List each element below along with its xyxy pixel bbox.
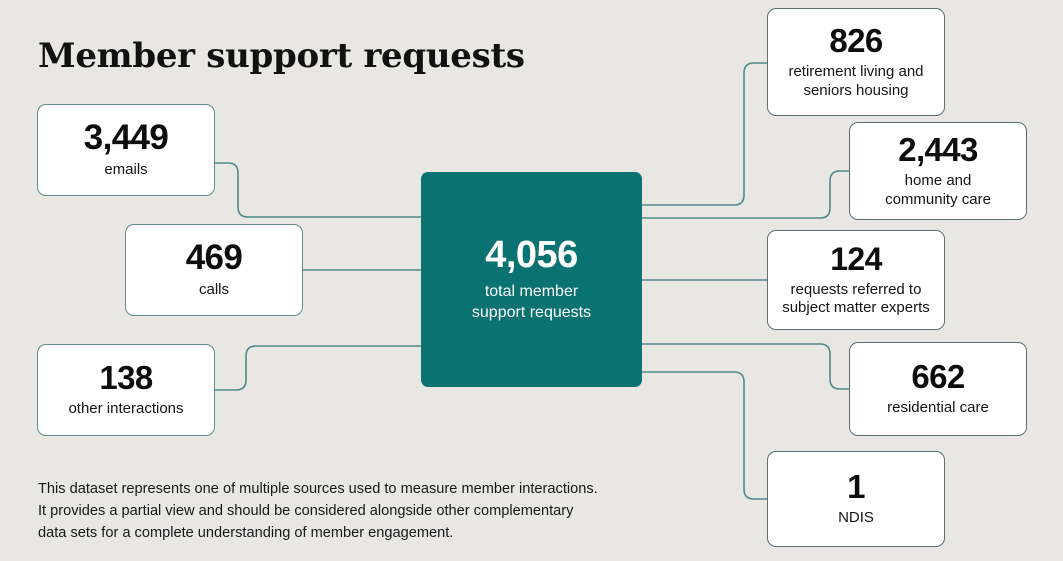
card-residential-care[interactable]: 662 residential care bbox=[849, 342, 1027, 436]
footnote-line-1: This dataset represents one of multiple … bbox=[38, 481, 598, 497]
card-retirement-living[interactable]: 826 retirement living and seniors housin… bbox=[767, 8, 945, 116]
card-retirement-living-label-line2: seniors housing bbox=[803, 81, 909, 99]
connector-retirement bbox=[642, 62, 767, 206]
card-subject-matter-experts-value: 124 bbox=[830, 240, 882, 277]
card-calls-label: calls bbox=[198, 281, 229, 299]
connector-other bbox=[215, 345, 421, 391]
card-home-community-care[interactable]: 2,443 home and community care bbox=[849, 122, 1027, 220]
card-emails-value: 3,449 bbox=[83, 118, 169, 158]
card-residential-care-value: 662 bbox=[911, 358, 965, 396]
card-subject-matter-experts-label-line1: requests referred to bbox=[790, 280, 922, 298]
connector-home bbox=[642, 170, 849, 219]
card-other-interactions[interactable]: 138 other interactions bbox=[37, 344, 215, 436]
card-retirement-living-label-line1: retirement living and bbox=[788, 63, 924, 81]
card-retirement-living-value: 826 bbox=[829, 22, 883, 60]
card-subject-matter-experts-label: requests referred to subject matter expe… bbox=[774, 281, 938, 318]
footnote-line-3: data sets for a complete understanding o… bbox=[38, 525, 454, 542]
card-home-community-care-label-line2: community care bbox=[885, 190, 991, 208]
card-residential-care-label: residential care bbox=[887, 399, 989, 417]
card-ndis[interactable]: 1 NDIS bbox=[767, 451, 945, 547]
card-calls-value: 469 bbox=[185, 238, 243, 278]
center-total-label-line1: total member bbox=[484, 282, 579, 300]
page-title: Member support requests bbox=[38, 36, 525, 76]
card-emails[interactable]: 3,449 emails bbox=[37, 104, 215, 196]
card-other-interactions-value: 138 bbox=[99, 359, 153, 397]
card-ndis-value: 1 bbox=[847, 468, 865, 506]
footnote-line-2: It provides a partial view and should be… bbox=[38, 503, 574, 520]
card-calls[interactable]: 469 calls bbox=[125, 224, 303, 316]
card-subject-matter-experts-label-line2: subject matter experts bbox=[782, 299, 930, 316]
card-home-community-care-label: home and community care bbox=[877, 172, 999, 209]
card-other-interactions-label: other interactions bbox=[68, 400, 184, 418]
center-total-label-line2: support requests bbox=[471, 303, 592, 321]
connector-emails bbox=[215, 162, 421, 218]
center-total-value: 4,056 bbox=[485, 233, 578, 276]
card-retirement-living-label: retirement living and seniors housing bbox=[780, 63, 931, 100]
card-emails-label: emails bbox=[104, 161, 148, 179]
card-home-community-care-label-line1: home and bbox=[904, 172, 972, 190]
footnote: This dataset represents one of multiple … bbox=[38, 478, 678, 545]
connector-residential bbox=[642, 343, 849, 390]
center-total-box[interactable]: 4,056 total member support requests bbox=[421, 172, 642, 387]
card-ndis-label: NDIS bbox=[838, 509, 874, 527]
card-subject-matter-experts[interactable]: 124 requests referred to subject matter … bbox=[767, 230, 945, 330]
card-home-community-care-value: 2,443 bbox=[898, 131, 978, 169]
center-total-label: total member support requests bbox=[472, 282, 591, 324]
